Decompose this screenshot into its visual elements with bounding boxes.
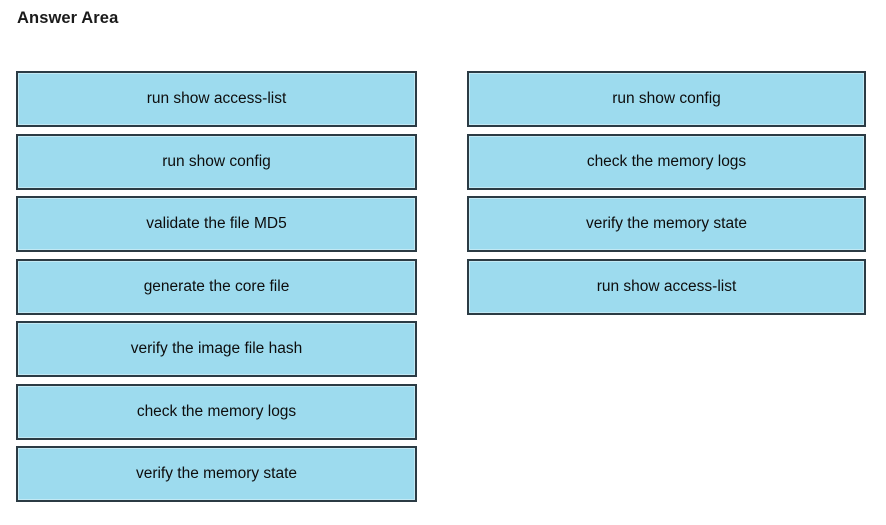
answer-label: verify the memory state xyxy=(585,215,748,232)
page-title: Answer Area xyxy=(17,9,119,27)
option-label: verify the image file hash xyxy=(130,340,303,357)
answer-item[interactable]: check the memory logs xyxy=(467,133,866,190)
available-options-column: run show access-list run show config val… xyxy=(16,71,417,509)
option-item[interactable]: check the memory logs xyxy=(16,383,417,440)
answer-label: check the memory logs xyxy=(586,152,747,170)
option-label: run show config xyxy=(162,152,271,170)
option-item[interactable]: verify the image file hash xyxy=(16,321,417,377)
option-item[interactable]: validate the file MD5 xyxy=(16,196,417,252)
answer-item[interactable]: run show access-list xyxy=(467,258,866,315)
option-item[interactable]: run show config xyxy=(16,133,417,190)
answer-label: run show access-list xyxy=(596,277,737,295)
answer-item[interactable]: run show config xyxy=(467,71,866,127)
option-item[interactable]: run show access-list xyxy=(16,71,417,127)
option-label: validate the file MD5 xyxy=(146,215,287,232)
option-item[interactable]: verify the memory state xyxy=(16,446,417,502)
option-label: verify the memory state xyxy=(135,465,298,482)
answer-slots-column: run show config check the memory logs ve… xyxy=(467,71,866,321)
option-label: run show access-list xyxy=(146,90,287,107)
answer-item[interactable]: verify the memory state xyxy=(467,196,866,252)
answer-label: run show config xyxy=(612,90,721,107)
option-item[interactable]: generate the core file xyxy=(16,258,417,315)
option-label: generate the core file xyxy=(143,277,290,295)
option-label: check the memory logs xyxy=(136,402,297,420)
